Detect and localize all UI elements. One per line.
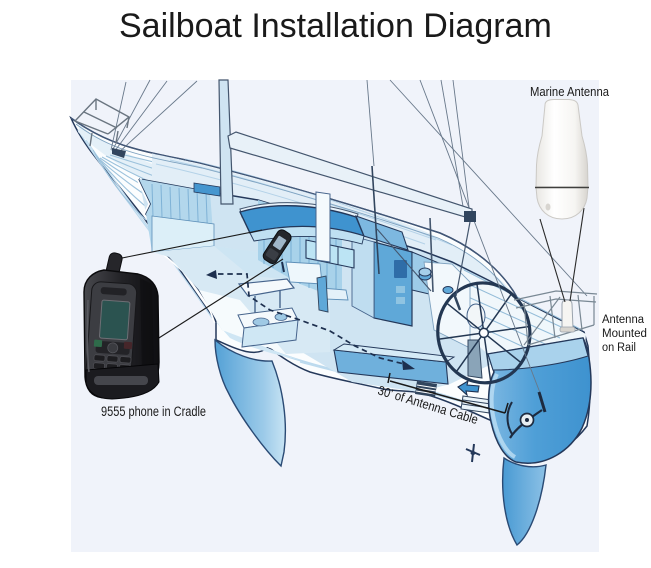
svg-text:Mounted: Mounted <box>602 328 647 340</box>
svg-text:Antenna: Antenna <box>602 314 645 326</box>
svg-text:Marine Antenna: Marine Antenna <box>530 84 610 99</box>
svg-text:Sailboat Installation Diagram: Sailboat Installation Diagram <box>119 7 552 45</box>
svg-text:9555 phone in Cradle: 9555 phone in Cradle <box>101 404 206 419</box>
svg-text:on Rail: on Rail <box>602 342 636 354</box>
